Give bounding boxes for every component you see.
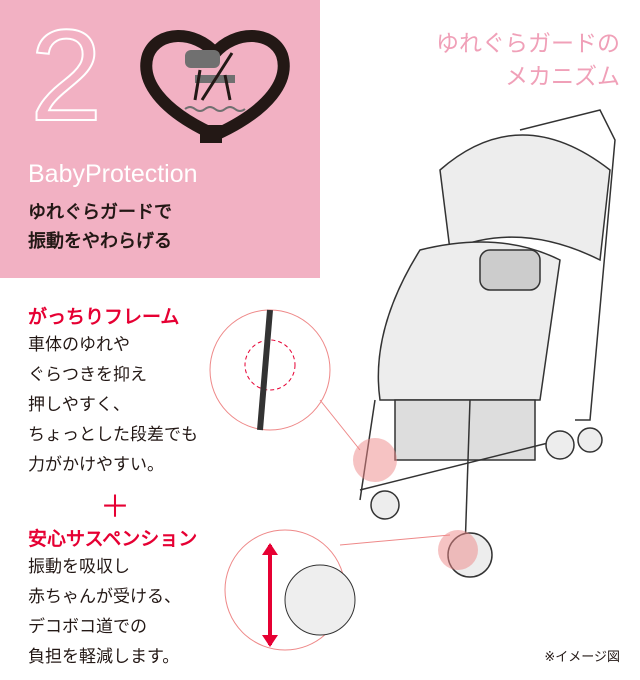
mechanism-title: ゆれぐらガードの メカニズム — [436, 28, 620, 94]
subtitle-line: ゆれぐらガードで — [28, 202, 172, 223]
frame-description: 車体のゆれや ぐらつきを抑え 押しやすく、 ちょっとした段差でも 力がかけやすい… — [28, 330, 198, 480]
frame-highlight — [353, 438, 397, 482]
suspension-highlight — [438, 530, 478, 570]
feature-number: 2 — [29, 2, 103, 148]
frame-heading: がっちりフレーム — [28, 306, 180, 328]
text-line: 押しやすく、 — [28, 395, 130, 415]
text-line: デコボコ道での — [28, 617, 147, 637]
text-line: ちょっとした段差でも — [28, 425, 198, 445]
text-line: 力がかけやすい。 — [28, 455, 164, 475]
feature-title: BabyProtection — [28, 160, 198, 188]
feature-subtitle: ゆれぐらガードで 振動をやわらげる — [28, 198, 172, 256]
text-line: 車体のゆれや — [28, 335, 130, 355]
image-note: ※イメージ図 — [544, 650, 620, 665]
text-line: 振動を吸収し — [28, 557, 130, 577]
suspension-description: 振動を吸収し 赤ちゃんが受ける、 デコボコ道での 負担を軽減します。 — [28, 552, 181, 672]
heart-hands-stroller-icon — [140, 30, 290, 143]
plus-sign: ＋ — [100, 490, 130, 525]
suspension-heading: 安心サスペンション — [28, 528, 198, 550]
text-line: ぐらつきを抑え — [28, 365, 147, 385]
text-line: 赤ちゃんが受ける、 — [28, 587, 181, 607]
feature-badge-panel: 2 BabyProtection ゆれぐらガードで 振動をやわらげる — [0, 0, 320, 278]
text-line: 負担を軽減します。 — [28, 647, 180, 667]
mechanism-title-line: ゆれぐらガードの — [436, 31, 620, 57]
mechanism-title-line: メカニズム — [505, 64, 620, 90]
subtitle-line: 振動をやわらげる — [28, 231, 172, 252]
